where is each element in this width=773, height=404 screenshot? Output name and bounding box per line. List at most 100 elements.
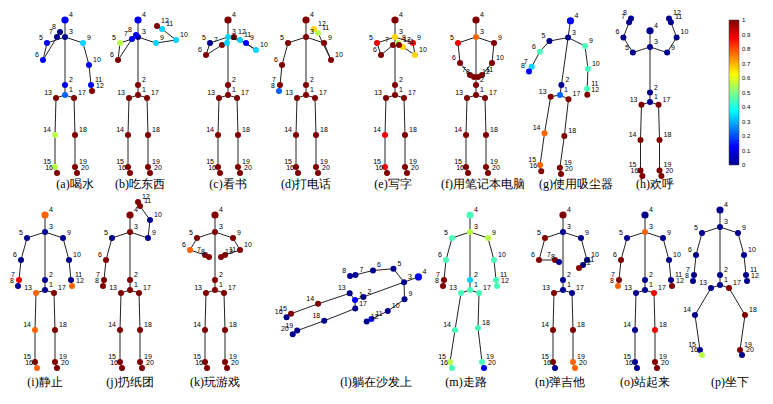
joint-dot — [80, 40, 86, 46]
joint-number: 5 — [542, 32, 546, 39]
joint-number: 10 — [260, 41, 268, 48]
joint-dot — [557, 165, 563, 171]
joint-dot — [253, 47, 259, 53]
bone-line — [458, 43, 460, 63]
bone-line — [297, 321, 324, 331]
bone-line — [563, 232, 564, 280]
joint-dot — [717, 272, 723, 278]
bone-line — [640, 140, 641, 170]
joint-number: 2 — [724, 266, 728, 273]
caption: (g)使用吸尘器 — [539, 178, 613, 190]
joint-dot — [215, 132, 221, 138]
bone-line — [55, 98, 56, 135]
joint-dot — [303, 92, 309, 98]
joint-dot — [224, 365, 230, 371]
joint-number: 15 — [373, 158, 381, 165]
joint-dot — [402, 164, 408, 170]
joint-dot — [203, 52, 209, 58]
caption: (a)喝水 — [56, 178, 93, 190]
colorbar — [729, 20, 739, 165]
joint-dot — [479, 359, 485, 365]
joint-number: 5 — [112, 34, 116, 41]
joint-number: 4 — [69, 11, 73, 18]
joint-dot — [467, 277, 473, 283]
bone-line — [388, 299, 405, 311]
joint-number: 15 — [206, 158, 214, 165]
joint-dot — [60, 235, 66, 241]
caption: (h)欢呼 — [636, 178, 674, 190]
joint-dot — [546, 38, 552, 44]
joint-number: 3 — [142, 28, 146, 35]
joint-number: 16 — [456, 164, 464, 171]
joint-dot — [118, 290, 124, 296]
bone-line — [494, 260, 496, 280]
joint-number: 17 — [658, 284, 666, 291]
joint-number: 17 — [489, 89, 497, 96]
joint-dot — [237, 247, 243, 253]
joint-number: 8 — [521, 62, 525, 69]
bone-line — [315, 98, 316, 135]
joint-dot — [103, 257, 109, 263]
joint-dot — [54, 170, 60, 176]
joint-dot — [217, 170, 223, 176]
joint-number: 15 — [541, 353, 549, 360]
joint-number: 10 — [392, 302, 400, 309]
joint-number: 11 — [500, 271, 507, 278]
joint-dot — [464, 95, 470, 101]
joint-number: 1 — [480, 86, 484, 93]
joint-dot — [664, 50, 670, 56]
joint-dot — [126, 95, 132, 101]
joint-dot — [101, 277, 107, 283]
joint-dot — [159, 26, 165, 32]
bone-line — [492, 43, 494, 63]
bone-line — [560, 136, 564, 168]
joint-dot — [654, 365, 660, 371]
joint-number: 3 — [649, 223, 653, 230]
bone-line — [466, 135, 467, 167]
joint-dot — [52, 132, 58, 138]
joint-number: 17 — [359, 300, 367, 307]
bone-line — [545, 97, 551, 134]
joint-dot — [127, 170, 133, 176]
joint-dot — [173, 37, 179, 43]
joint-number: 16 — [690, 346, 698, 353]
joint-number: 7 — [436, 271, 440, 278]
joint-dot — [666, 257, 672, 263]
joint-dot — [313, 164, 319, 170]
joint-number: 5 — [202, 34, 206, 41]
joint-number: 13 — [285, 89, 293, 96]
joint-number: 12 — [96, 82, 104, 89]
joint-dot — [290, 331, 296, 337]
bone-line — [659, 140, 660, 170]
joint-dot — [443, 257, 449, 263]
joint-dot — [652, 359, 658, 365]
joint-dot — [212, 287, 218, 293]
joint-dot — [74, 170, 80, 176]
bone-line — [55, 135, 56, 167]
joint-dot — [569, 290, 575, 296]
joint-number: 20 — [488, 359, 496, 366]
joint-number: 19 — [59, 353, 67, 360]
joint-dot — [717, 282, 723, 288]
joint-dot — [641, 211, 648, 218]
joint-number: 20 — [154, 164, 162, 171]
joint-dot — [352, 306, 358, 312]
joint-dot — [303, 82, 309, 88]
joint-number: 20 — [81, 164, 89, 171]
joint-dot — [222, 359, 228, 365]
joint-dot — [277, 82, 283, 88]
joint-number: 9 — [67, 229, 71, 236]
bone-line — [104, 260, 106, 280]
bone-line — [585, 46, 588, 69]
joint-number: 2 — [654, 84, 658, 91]
bone-line — [324, 309, 355, 321]
joint-dot — [538, 168, 544, 174]
caption: (i)静止 — [27, 376, 62, 388]
joint-dot — [89, 88, 95, 94]
joint-dot — [71, 95, 77, 101]
joint-number: 12 — [225, 248, 233, 255]
joint-number: 18 — [79, 126, 87, 133]
joint-number: 8 — [342, 267, 346, 274]
joint-dot — [537, 162, 543, 168]
